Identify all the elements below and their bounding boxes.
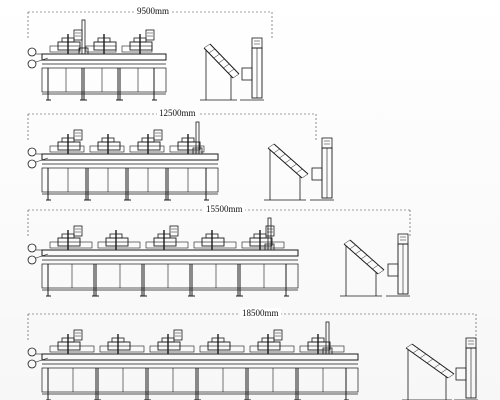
print-station-row-4-6: [296, 334, 349, 400]
print-station-row-3-3: [142, 225, 193, 297]
unwinder-reels-row-4: [27, 347, 49, 369]
uv-dryer-mast-row-1: [78, 19, 89, 55]
print-station-row-1-1: [46, 29, 85, 101]
machine-frame-row-4: [41, 353, 359, 395]
print-station-row-3-1: [46, 225, 97, 297]
print-station-row-4-1: [46, 329, 99, 400]
print-station-row-1-3: [118, 29, 157, 101]
print-station-row-3-5: [238, 225, 289, 297]
dimension-line-row-4: [27, 313, 477, 342]
machine-row-4: [27, 313, 478, 400]
machine-row-3: [27, 209, 411, 297]
unwinder-reels-row-3: [27, 243, 49, 265]
print-station-row-2-1: [46, 129, 89, 201]
print-station-row-4-4: [196, 334, 249, 400]
machine-row-2: [27, 113, 334, 201]
print-station-row-1-2: [82, 34, 121, 101]
stacker-cabinet-row-3: [386, 233, 410, 297]
length-label-row-4: 18500mm: [240, 308, 281, 318]
print-station-row-4-2: [96, 334, 149, 400]
inclined-conveyor-row-1: [200, 43, 240, 101]
stacker-cabinet-row-4: [454, 337, 478, 400]
print-station-row-2-3: [126, 129, 169, 201]
inclined-conveyor-row-2: [264, 143, 309, 201]
unwinder-reels-row-2: [27, 147, 49, 169]
inclined-conveyor-row-3: [340, 239, 385, 297]
uv-dryer-mast-row-3: [264, 217, 275, 251]
machine-row-1: [27, 11, 273, 101]
uv-dryer-mast-row-2: [192, 121, 203, 155]
print-station-row-3-4: [190, 230, 241, 297]
length-label-row-2: 12500mm: [157, 108, 198, 118]
print-station-row-2-2: [86, 134, 129, 201]
uv-dryer-mast-row-4: [322, 321, 333, 355]
print-station-row-4-5: [246, 329, 299, 400]
print-station-row-4-3: [146, 329, 199, 400]
machine-frame-row-3: [41, 249, 299, 291]
stacker-cabinet-row-1: [240, 37, 264, 101]
machine-frame-row-2: [41, 153, 219, 195]
dimension-line-row-3: [27, 209, 411, 238]
length-label-row-1: 9500mm: [135, 6, 172, 16]
print-station-row-2-4: [166, 134, 209, 201]
unwinder-reels-row-1: [27, 47, 49, 69]
machine-frame-row-1: [41, 53, 167, 95]
inclined-conveyor-row-4: [402, 343, 455, 400]
print-station-row-3-2: [94, 230, 145, 297]
length-label-row-3: 15500mm: [204, 204, 245, 214]
stacker-cabinet-row-2: [310, 137, 334, 201]
